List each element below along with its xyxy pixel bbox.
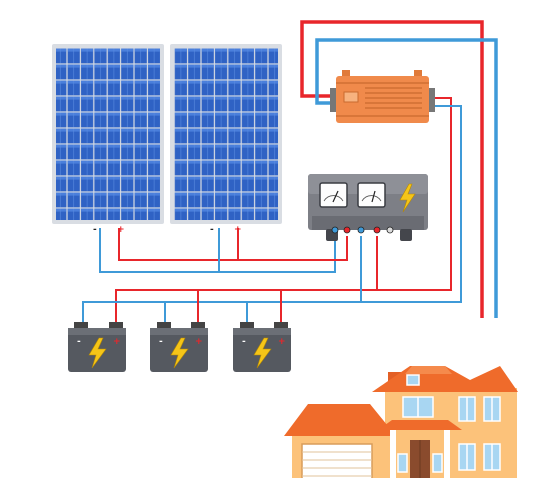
controller-terminals bbox=[331, 226, 394, 234]
window bbox=[458, 396, 476, 422]
battery-3-negative-label: - bbox=[242, 337, 246, 347]
wire-inverter-right-red bbox=[115, 97, 452, 322]
wire-inverter-right-blue bbox=[82, 105, 462, 322]
wiring bbox=[82, 20, 498, 322]
panel-1-positive-label: + bbox=[117, 225, 125, 235]
battery-2-negative-label: - bbox=[159, 337, 163, 347]
window bbox=[402, 396, 434, 418]
panel-1-negative-label: - bbox=[93, 225, 97, 235]
front-door bbox=[410, 440, 430, 480]
battery-2: - + bbox=[150, 322, 208, 372]
window bbox=[483, 443, 501, 471]
wire-panel1-neg bbox=[99, 228, 336, 273]
battery-3: - + bbox=[233, 322, 291, 372]
battery-1-positive-label: + bbox=[113, 337, 121, 347]
panel-2-negative-label: - bbox=[210, 225, 214, 235]
lightning-bolt-icon bbox=[88, 337, 107, 369]
lightning-bolt-icon bbox=[170, 337, 189, 369]
lightning-bolt-icon bbox=[399, 183, 416, 213]
house bbox=[284, 366, 524, 482]
window bbox=[458, 443, 476, 471]
wire-inverter-top-blue bbox=[315, 38, 498, 318]
window bbox=[483, 396, 501, 422]
charge-controller bbox=[308, 174, 428, 241]
battery-2-positive-label: + bbox=[195, 337, 203, 347]
battery-3-positive-label: + bbox=[278, 337, 286, 347]
garage-door bbox=[301, 443, 373, 481]
panel-2-positive-label: + bbox=[234, 225, 242, 235]
inverter bbox=[330, 70, 435, 123]
battery-1-negative-label: - bbox=[77, 337, 81, 347]
wire-inverter-top-red bbox=[300, 20, 484, 318]
wire-panel1-pos bbox=[118, 228, 348, 261]
analog-gauge-icon bbox=[357, 182, 386, 208]
lightning-bolt-icon bbox=[253, 337, 272, 369]
attic-window bbox=[406, 374, 420, 386]
solar-panel-2: - + bbox=[170, 44, 282, 235]
battery-1: - + bbox=[68, 322, 126, 372]
solar-panel-1: - + bbox=[52, 44, 164, 235]
analog-gauge-icon bbox=[319, 182, 348, 208]
